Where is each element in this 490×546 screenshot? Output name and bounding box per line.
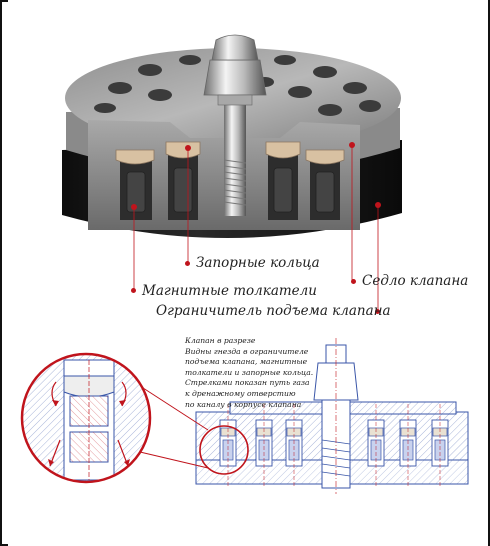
sealing-rings-parts <box>115 141 345 165</box>
marker-sealing-ring <box>185 145 191 151</box>
center-cap <box>211 34 259 61</box>
top-plate-holes <box>94 55 381 116</box>
label-valve-seat: Седло клапана <box>362 273 469 289</box>
label-magnetic-pushers: Магнитные толкатели <box>142 283 317 299</box>
label-dot-sealing-rings <box>185 261 190 266</box>
magnetic-pushers-parts <box>126 167 335 213</box>
label-dot-lift-limiter <box>375 309 380 314</box>
section-note: Клапан в разрезе Видны гнезда в ограничи… <box>185 336 335 410</box>
label-dot-magnetic-pushers <box>131 288 136 293</box>
marker-valve-seat <box>375 202 381 208</box>
note-line: подъема клапана, магнитные <box>185 357 308 367</box>
note-line: к дренажному отверстию <box>185 388 296 398</box>
marker-lift-limiter <box>349 142 355 148</box>
zoom-connector <box>139 385 209 469</box>
leader-lines <box>133 147 379 310</box>
note-line: Стрелками показан путь газа <box>185 378 310 388</box>
note-line: по каналу в корпусе клапана <box>185 399 302 409</box>
corner-mark-bottom-left <box>0 544 8 546</box>
label-sealing-rings: Запорные кольца <box>196 255 320 271</box>
marker-magnetic-pusher <box>131 204 137 210</box>
section-drawing <box>195 338 469 494</box>
zoom-detail <box>20 352 152 484</box>
nut-washer <box>217 94 253 106</box>
label-lift-limiter: Ограничитель подъема клапана <box>156 303 391 319</box>
center-nut <box>203 59 267 96</box>
bolt-thread <box>223 159 247 206</box>
note-line: Клапан в разрезе <box>185 336 256 345</box>
corner-mark-top-left <box>0 0 8 2</box>
note-line: Видны гнезда в ограничителе <box>185 346 309 356</box>
label-dot-valve-seat <box>351 279 356 284</box>
note-line: толкатели и запорные кольца. <box>185 367 314 377</box>
